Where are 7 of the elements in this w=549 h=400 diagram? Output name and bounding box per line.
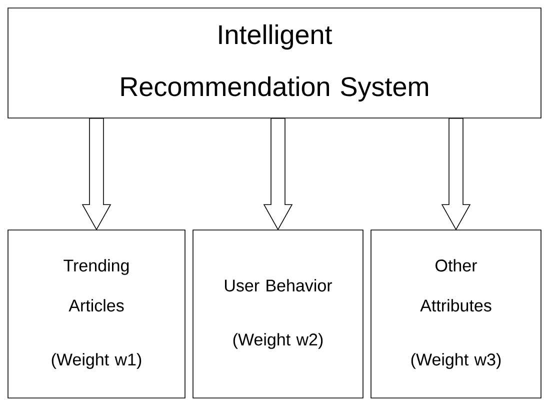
- factor-box: User Behavior (Weight w2): [192, 230, 364, 398]
- system-box: Intelligent Recommendation System: [8, 8, 542, 118]
- block-arrow: [441, 118, 471, 230]
- factor-box: Trending Articles (Weight w1): [8, 230, 186, 398]
- factor-box: Other Attributes (Weight w3): [370, 230, 542, 398]
- block-arrow: [263, 118, 293, 230]
- block-arrow: [82, 118, 112, 230]
